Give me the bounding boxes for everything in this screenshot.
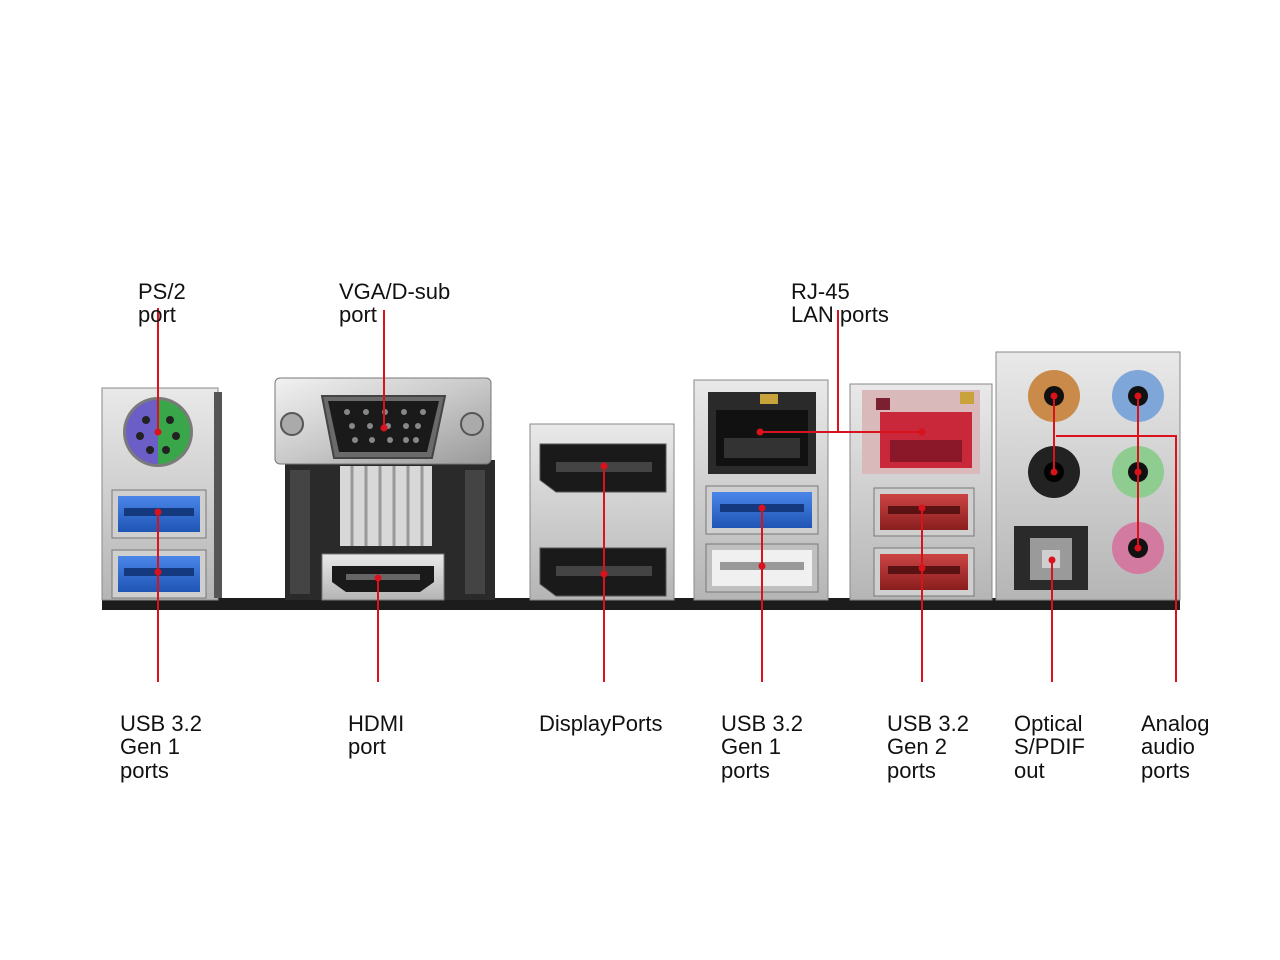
displayport-stack — [529, 423, 675, 601]
usb-gen2-port-2 — [873, 547, 975, 597]
lan-usb-gen2-stack — [849, 383, 993, 601]
vga-hdmi-stack — [274, 377, 495, 601]
audio-stack — [995, 351, 1181, 601]
callout-dots — [154, 392, 1142, 582]
callout-analog — [1056, 435, 1177, 682]
usb-gen2-port-1 — [873, 487, 975, 537]
pcb-edge — [102, 598, 1180, 610]
callout-rj45 — [760, 310, 922, 433]
label-displayports: DisplayPorts — [539, 710, 663, 736]
vga-pins — [340, 466, 432, 546]
hdmi-port — [321, 553, 445, 601]
ps2-usb-stack — [101, 387, 222, 601]
